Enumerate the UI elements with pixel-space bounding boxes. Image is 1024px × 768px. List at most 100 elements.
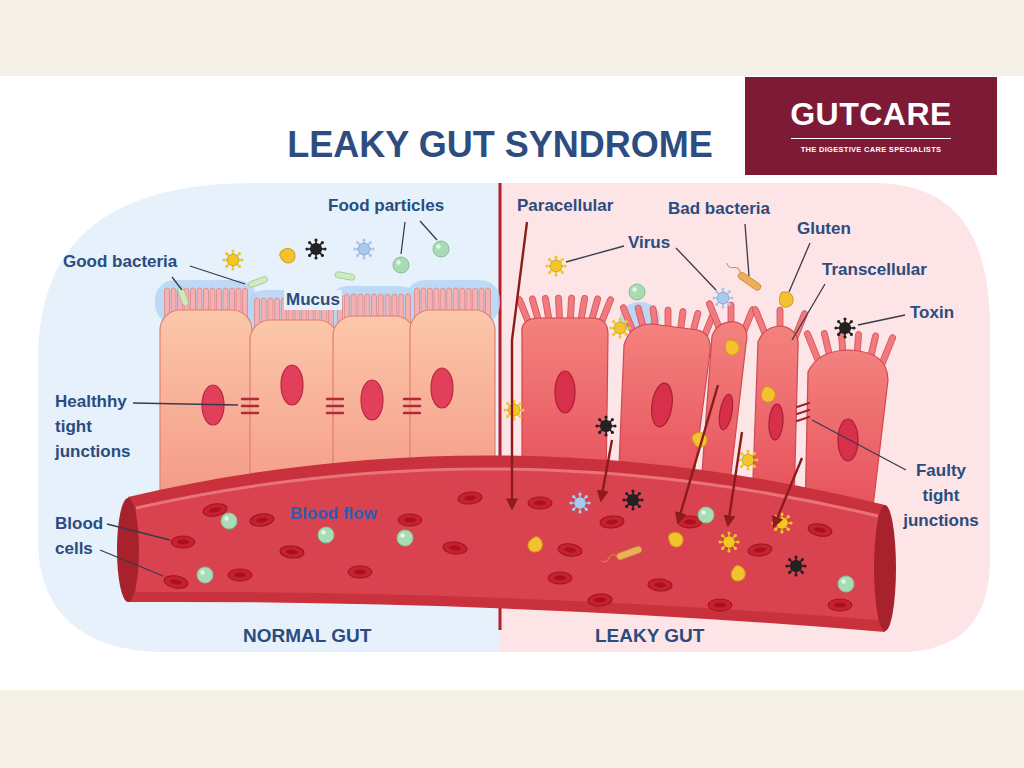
blood-vessel xyxy=(136,469,878,620)
callout-label: Transcellular xyxy=(822,260,927,280)
particle xyxy=(758,385,778,405)
callout-label: Faulty tight junctions xyxy=(898,458,984,533)
logo-wordmark: GUTCARE xyxy=(757,95,985,133)
particle xyxy=(601,545,643,566)
leak-arrow xyxy=(678,385,718,522)
leader-line xyxy=(745,224,749,276)
red-blood-cell xyxy=(747,543,772,557)
particle xyxy=(609,317,630,338)
callout-label: Good bacteria xyxy=(63,252,177,272)
red-blood-cell xyxy=(528,497,552,509)
red-blood-cell xyxy=(249,512,274,527)
leader-line xyxy=(172,277,182,290)
faulty-junction xyxy=(797,403,809,407)
leader-line xyxy=(420,221,437,240)
particle xyxy=(712,287,733,308)
cell-nucleus xyxy=(838,419,858,461)
particle xyxy=(393,257,409,273)
red-blood-cell xyxy=(398,514,422,526)
callout-label: Paracellular xyxy=(517,196,613,216)
red-blood-cell xyxy=(280,545,305,559)
callout-label: Blood cells xyxy=(55,511,115,561)
logo-box: GUTCARETHE DIGESTIVE CARE SPECIALISTS xyxy=(745,77,997,175)
leader-line xyxy=(190,266,245,284)
particle xyxy=(718,531,739,552)
red-blood-cell xyxy=(348,566,372,578)
damaged-cell xyxy=(752,326,798,505)
tight-junction xyxy=(242,398,258,400)
white-panel xyxy=(0,76,1024,690)
particle xyxy=(785,555,806,576)
callout-label: Toxin xyxy=(910,303,954,323)
blood-vessel xyxy=(874,505,896,631)
cell-nucleus xyxy=(555,371,575,413)
cell-nucleus xyxy=(717,393,735,431)
logo-rule xyxy=(791,138,951,139)
red-blood-cell xyxy=(807,522,833,538)
faulty-junction xyxy=(797,410,809,414)
particle xyxy=(834,317,855,338)
callout-label: Virus xyxy=(628,233,670,253)
blood-vessel xyxy=(136,469,878,516)
blood-vessel xyxy=(128,455,885,632)
particle xyxy=(698,507,714,523)
particle xyxy=(177,286,189,307)
tight-junction xyxy=(404,405,420,407)
particle xyxy=(777,290,795,309)
particle xyxy=(221,513,237,529)
red-blood-cell xyxy=(557,542,582,557)
cell-nucleus xyxy=(768,404,784,441)
particle xyxy=(278,246,298,266)
particle xyxy=(668,531,684,548)
particle xyxy=(305,238,326,259)
leak-arrow xyxy=(774,458,802,526)
callout-label: Food particles xyxy=(328,196,444,216)
particle xyxy=(433,241,449,257)
particle xyxy=(335,271,356,280)
particle xyxy=(545,255,566,276)
particle xyxy=(629,284,645,300)
leak-arrow xyxy=(728,432,742,525)
particle xyxy=(353,238,374,259)
leader-line xyxy=(133,403,238,405)
red-blood-cell xyxy=(457,491,482,505)
leader-line xyxy=(401,222,405,254)
particle xyxy=(622,489,643,510)
leader-line xyxy=(858,315,905,325)
red-blood-cell xyxy=(708,599,732,611)
red-blood-cell xyxy=(163,574,189,590)
red-blood-cell xyxy=(442,541,467,555)
particle xyxy=(503,399,524,420)
cell-nucleus xyxy=(361,380,383,420)
leader-line xyxy=(812,420,906,470)
cell-nucleus xyxy=(431,368,453,408)
blood-vessel xyxy=(117,498,139,602)
particle xyxy=(222,249,243,270)
red-blood-cell xyxy=(600,515,625,529)
vessel-label: Blood flow xyxy=(290,504,377,524)
red-blood-cell xyxy=(588,593,613,607)
leader-line xyxy=(566,246,624,262)
leader-line xyxy=(107,524,170,540)
particle xyxy=(397,530,413,546)
particle xyxy=(728,564,748,584)
callout-label: Healthhy tight junctions xyxy=(55,389,150,464)
leader-line xyxy=(789,243,810,292)
particles-and-arrows xyxy=(100,221,906,611)
tight-junction xyxy=(327,398,343,400)
particle xyxy=(525,535,545,555)
callout-label: Mucus xyxy=(284,290,342,310)
particle xyxy=(737,449,758,470)
leader-line xyxy=(676,248,716,290)
cell-nucleus xyxy=(649,382,675,428)
tight-junction xyxy=(404,398,420,400)
red-blood-cell xyxy=(171,536,195,548)
tight-junction xyxy=(327,405,343,407)
faulty-junction xyxy=(797,417,809,421)
tight-junction xyxy=(404,412,420,414)
panel-label: NORMAL GUT xyxy=(243,624,371,647)
particle xyxy=(318,527,334,543)
